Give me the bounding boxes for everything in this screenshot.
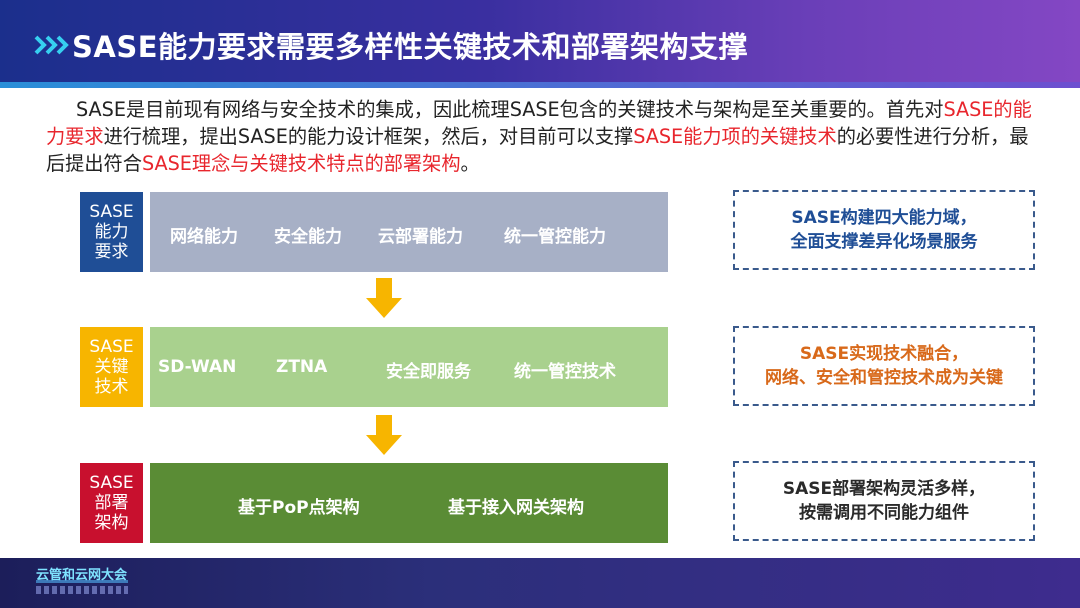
note-tech: SASE实现技术融合，网络、安全和管控技术成为关键 [733,326,1035,406]
row-bar-capability: 网络能力 安全能力 云部署能力 统一管控能力 [150,192,668,272]
item-gateway: 基于接入网关架构 [448,498,584,518]
item-saas: 安全即服务 [386,362,471,382]
down-arrow-icon [366,415,402,455]
item-cloud: 云部署能力 [378,227,463,247]
row-bar-tech: SD-WAN ZTNA 安全即服务 统一管控技术 [150,327,668,407]
footer-band [0,558,1080,608]
note-capability: SASE构建四大能力域，全面支撑差异化场景服务 [733,190,1035,270]
item-security: 安全能力 [274,227,342,247]
conference-logo: 云管和云网大会 [36,564,136,598]
item-network: 网络能力 [170,227,238,247]
note-deploy: SASE部署架构灵活多样，按需调用不同能力组件 [733,461,1035,541]
intro-paragraph: SASE是目前现有网络与安全技术的集成，因此梳理SASE包含的关键技术与架构是至… [46,98,1032,175]
row-bar-deploy: 基于PoP点架构 基于接入网关架构 [150,463,668,543]
page-title: SASE能力要求需要多样性关键技术和部署架构支撑 [72,30,749,64]
chevrons-icon [34,35,69,55]
item-sdwan: SD-WAN [158,357,237,377]
title-banner: SASE能力要求需要多样性关键技术和部署架构支撑 [0,0,1080,88]
item-pop: 基于PoP点架构 [238,498,360,518]
item-control-tech: 统一管控技术 [514,362,616,382]
down-arrow-icon [366,278,402,318]
item-control: 统一管控能力 [504,227,606,247]
item-ztna: ZTNA [276,357,328,377]
